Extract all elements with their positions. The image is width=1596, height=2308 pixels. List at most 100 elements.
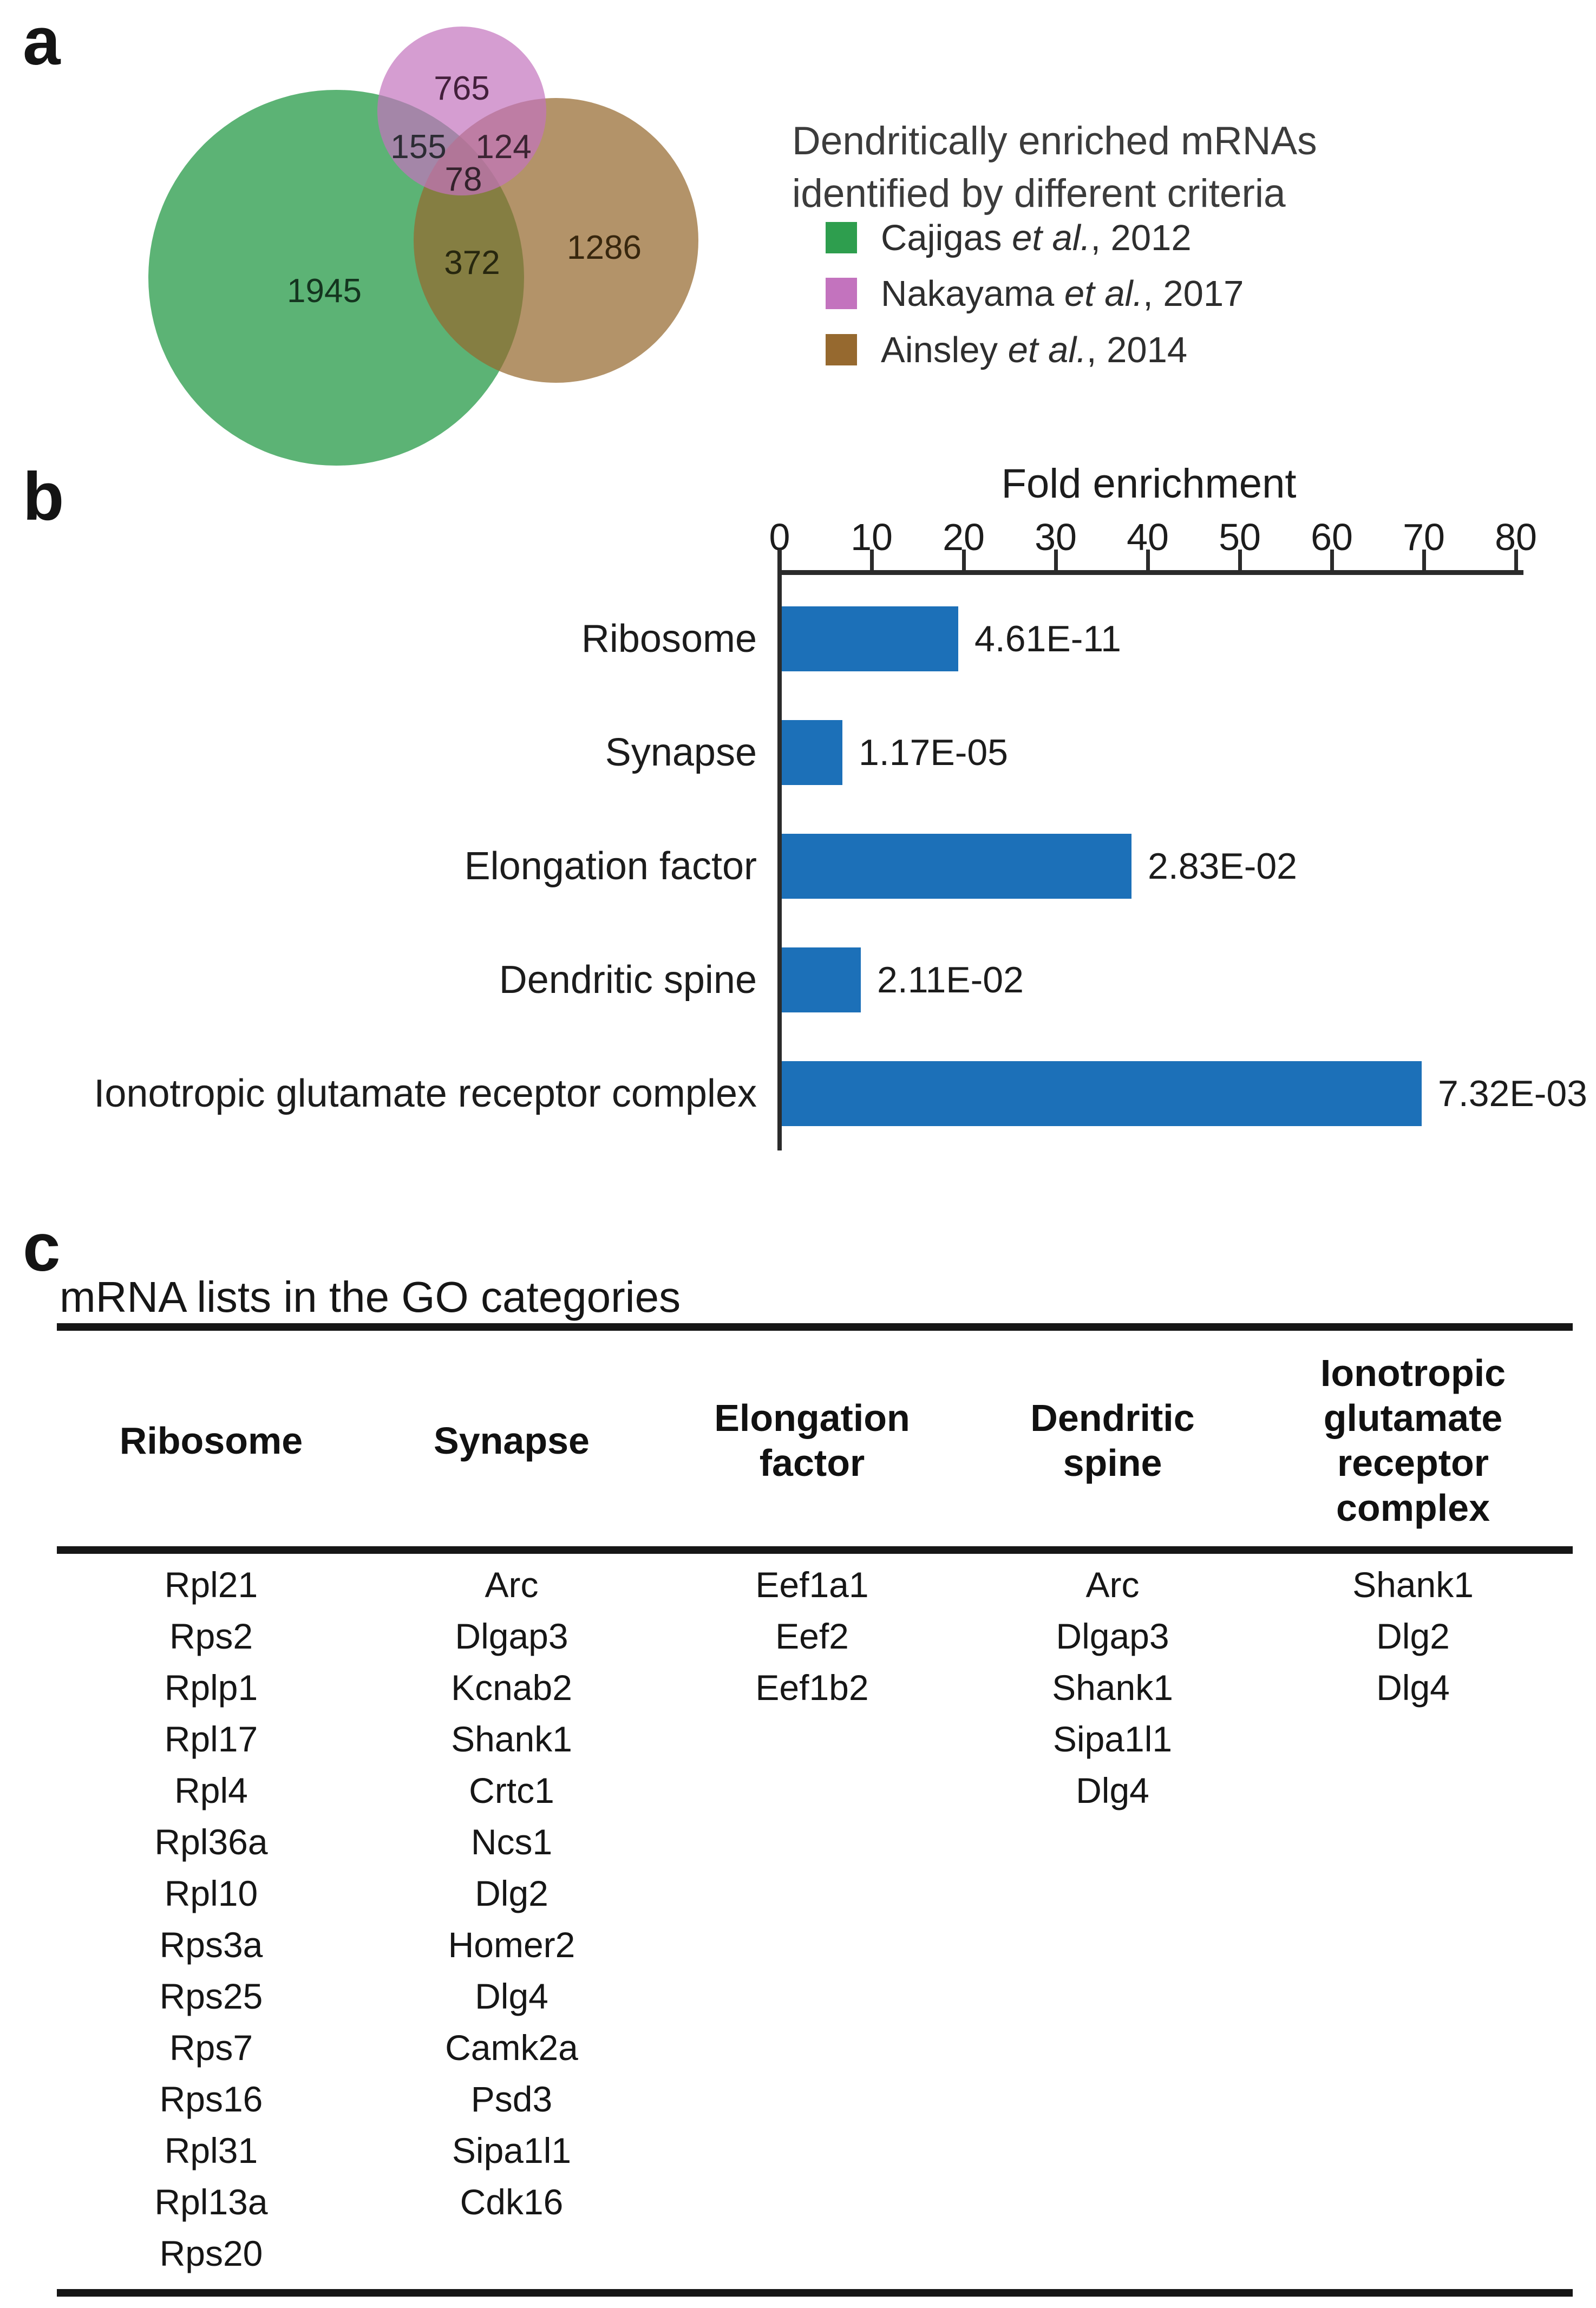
x-tick-mark-0	[778, 550, 782, 572]
table-cell: Dlgap3	[1056, 1616, 1169, 1656]
table-cell: Eef1a1	[755, 1565, 869, 1605]
table-cell: Rpl21	[164, 1565, 258, 1605]
table-cell: Rps25	[159, 1976, 263, 2016]
table-cell: Shank1	[1352, 1565, 1474, 1605]
legend-label-ainsley: Ainsley et al., 2014	[881, 329, 1187, 371]
panel-c-label: c	[23, 1210, 61, 1285]
table-cell: Rpl31	[164, 2130, 258, 2170]
legend-item-ainsley: Ainsley et al., 2014	[826, 330, 1187, 370]
table-rule-top	[57, 1323, 1573, 1331]
table-header-ionotropic-complex: Ionotropic glutamate receptor complex	[1320, 1352, 1506, 1529]
table-title: mRNA lists in the GO categories	[60, 1273, 681, 1321]
legend-etal: et al.	[1064, 273, 1143, 314]
x-axis-title: Fold enrichment	[1001, 461, 1297, 507]
legend-label-cajigas: Cajigas et al., 2012	[881, 217, 1192, 259]
venn-count-nakayama-only: 765	[434, 70, 489, 107]
venn-count-cajigas-nakayama: 155	[390, 128, 446, 166]
bar-label-2: Elongation factor	[464, 845, 757, 888]
bar-1	[782, 720, 842, 785]
table-cell: Arc	[1085, 1565, 1140, 1605]
x-axis-line	[777, 570, 1523, 575]
venn-legend-title: Dendritically enriched mRNAs identified …	[792, 115, 1317, 220]
bar-value-0: 4.61E-11	[974, 618, 1121, 659]
bar-label-0: Ribosome	[581, 617, 757, 661]
legend-year: , 2014	[1086, 329, 1188, 370]
venn-legend-title-line2: identified by different criteria	[792, 172, 1286, 215]
table-cell: Dlg4	[475, 1976, 548, 2016]
x-tick-mark-20	[962, 550, 966, 572]
table-cell: Ncs1	[470, 1822, 553, 1862]
table-rule-bottom	[57, 2289, 1573, 2297]
table-cell: Dlg4	[1376, 1668, 1450, 1708]
venn-count-cajigas-only: 1945	[287, 272, 362, 310]
legend-swatch-brown	[826, 334, 857, 365]
x-tick-mark-50	[1238, 550, 1242, 572]
table-cell: Rps7	[169, 2028, 253, 2068]
table-cell: Eef2	[775, 1616, 849, 1656]
table-cell: Sipa1l1	[452, 2130, 572, 2170]
panel-b-label: b	[23, 459, 64, 534]
table-cell: Kcnab2	[451, 1668, 572, 1708]
table-cell: Shank1	[1052, 1668, 1173, 1708]
x-tick-mark-80	[1514, 550, 1518, 572]
venn-count-all-three: 78	[445, 161, 482, 198]
venn-diagram: 765 155 124 78 372 1945 1286	[148, 27, 698, 466]
table-cell: Rpl4	[174, 1770, 248, 1810]
table-cell: Homer2	[448, 1925, 575, 1965]
legend-author: Ainsley	[881, 329, 1008, 370]
bar-4	[782, 1061, 1422, 1126]
legend-author: Nakayama	[881, 273, 1064, 314]
venn-count-cajigas-ainsley: 372	[444, 244, 500, 282]
table-cell: Sipa1l1	[1052, 1719, 1173, 1759]
bar-2	[782, 834, 1131, 899]
table-cell: Dlgap3	[455, 1616, 568, 1656]
bar-value-1: 1.17E-05	[859, 732, 1008, 773]
bar-label-3: Dendritic spine	[499, 958, 757, 1002]
bar-value-3: 2.11E-02	[877, 959, 1024, 1001]
table-cell: Psd3	[470, 2079, 553, 2119]
bar-0	[782, 606, 958, 671]
bar-label-1: Synapse	[605, 731, 757, 774]
legend-label-nakayama: Nakayama et al., 2017	[881, 273, 1244, 315]
venn-circle-nakayama	[377, 27, 546, 195]
table-cell: Camk2a	[445, 2028, 578, 2068]
legend-year: , 2012	[1090, 217, 1192, 258]
table-cell: Shank1	[451, 1719, 572, 1759]
table-cell: Rpl10	[164, 1873, 258, 1913]
bar-value-4: 7.32E-03	[1438, 1073, 1587, 1114]
table-header-elongation-factor: Elongation factor	[714, 1397, 910, 1484]
x-tick-mark-30	[1054, 550, 1058, 572]
bar-3	[782, 947, 861, 1012]
x-tick-mark-60	[1330, 550, 1334, 572]
legend-author: Cajigas	[881, 217, 1012, 258]
table-cell: Rps3a	[159, 1925, 263, 1965]
table-cell: Cdk16	[460, 2182, 564, 2222]
legend-etal: et al.	[1008, 329, 1087, 370]
legend-item-nakayama: Nakayama et al., 2017	[826, 273, 1244, 314]
table-cell: Rpl36a	[154, 1822, 268, 1862]
table-cell: Eef1b2	[755, 1668, 869, 1708]
x-tick-mark-40	[1146, 550, 1150, 572]
x-tick-mark-70	[1422, 550, 1426, 572]
table-header-ribosome: Ribosome	[119, 1419, 303, 1462]
table-cell: Rpl13a	[154, 2182, 268, 2222]
venn-count-ainsley-only: 1286	[567, 229, 642, 266]
table-cell: Arc	[485, 1565, 539, 1605]
table-cell: Rps2	[169, 1616, 253, 1656]
table-cell: Rps16	[159, 2079, 263, 2119]
table-cell: Rplp1	[164, 1668, 258, 1708]
y-axis-line	[777, 550, 782, 1150]
legend-swatch-pink	[826, 278, 857, 309]
table-header-synapse: Synapse	[434, 1419, 590, 1462]
venn-legend-title-line1: Dendritically enriched mRNAs	[792, 119, 1317, 163]
table-cell: Dlg2	[475, 1873, 548, 1913]
legend-year: , 2017	[1143, 273, 1244, 314]
bar-value-2: 2.83E-02	[1148, 846, 1297, 887]
legend-item-cajigas: Cajigas et al., 2012	[826, 218, 1192, 258]
table-cell: Rps20	[159, 2233, 263, 2273]
legend-etal: et al.	[1012, 217, 1091, 258]
table-cell: Crtc1	[469, 1770, 554, 1810]
bar-label-4: Ionotropic glutamate receptor complex	[94, 1072, 757, 1115]
